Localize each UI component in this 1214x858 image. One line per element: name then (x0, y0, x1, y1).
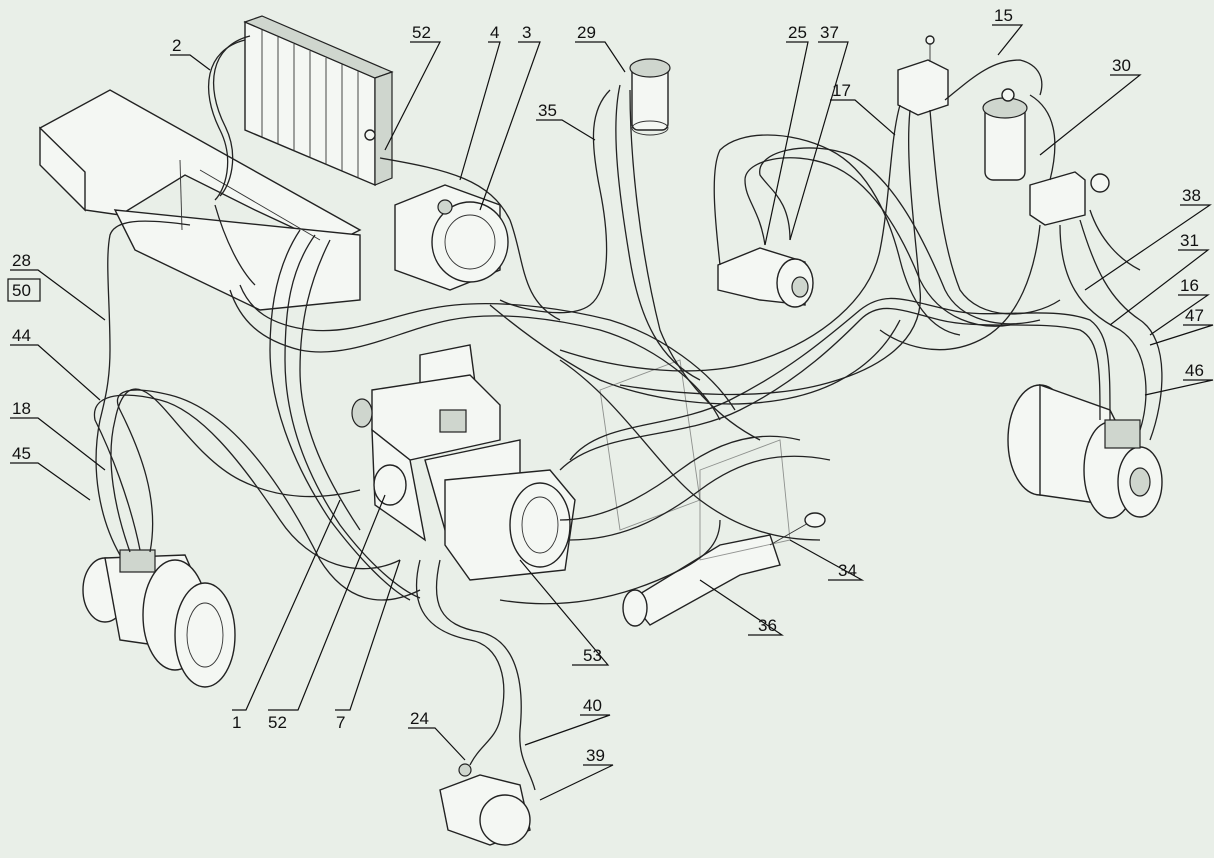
label-3: 3 (522, 23, 531, 42)
label-53: 53 (583, 646, 602, 665)
label-24: 24 (410, 709, 429, 728)
label-17: 17 (832, 81, 851, 100)
label-18: 18 (12, 399, 31, 418)
label-39: 39 (586, 746, 605, 765)
label-box-50 (7, 278, 41, 302)
label-44: 44 (12, 326, 31, 345)
hydraulic-motor-25 (717, 247, 814, 308)
label-38: 38 (1182, 186, 1201, 205)
label-37: 37 (820, 23, 839, 42)
label-1: 1 (232, 713, 241, 732)
valve-block-17 (897, 35, 949, 116)
label-50: 50 (12, 281, 31, 300)
filter-30 (982, 88, 1028, 181)
hydraulic-motor-24 (439, 763, 531, 846)
main-pump-assembly (351, 344, 576, 581)
label-45: 45 (12, 444, 31, 463)
wheel-motor-left (82, 549, 236, 688)
label-4: 4 (490, 23, 499, 42)
callout-labels: 2 52 4 3 29 35 25 37 17 15 30 38 31 16 4… (12, 6, 1204, 765)
label-31: 31 (1180, 231, 1199, 250)
label-34: 34 (838, 561, 857, 580)
wheel-motor-right (1007, 384, 1163, 519)
hoses (93, 35, 1163, 791)
label-7: 7 (336, 713, 345, 732)
gear-pump-3 (394, 184, 509, 291)
label-36: 36 (758, 616, 777, 635)
hydraulic-cylinder (622, 512, 826, 627)
label-16: 16 (1180, 276, 1199, 295)
label-29: 29 (577, 23, 596, 42)
oil-cooler (243, 15, 394, 187)
leader-lines (10, 24, 1214, 801)
label-35: 35 (538, 101, 557, 120)
label-40: 40 (583, 696, 602, 715)
label-30: 30 (1112, 56, 1131, 75)
label-25: 25 (788, 23, 807, 42)
label-46: 46 (1185, 361, 1204, 380)
label-15: 15 (994, 6, 1013, 25)
label-47: 47 (1185, 306, 1204, 325)
label-52-bottom: 52 (268, 713, 287, 732)
valve-block-38 (1029, 171, 1110, 226)
tank-bracket (39, 89, 362, 311)
filter-29 (629, 58, 671, 136)
label-2: 2 (172, 36, 181, 55)
label-28: 28 (12, 251, 31, 270)
label-52-top: 52 (412, 23, 431, 42)
